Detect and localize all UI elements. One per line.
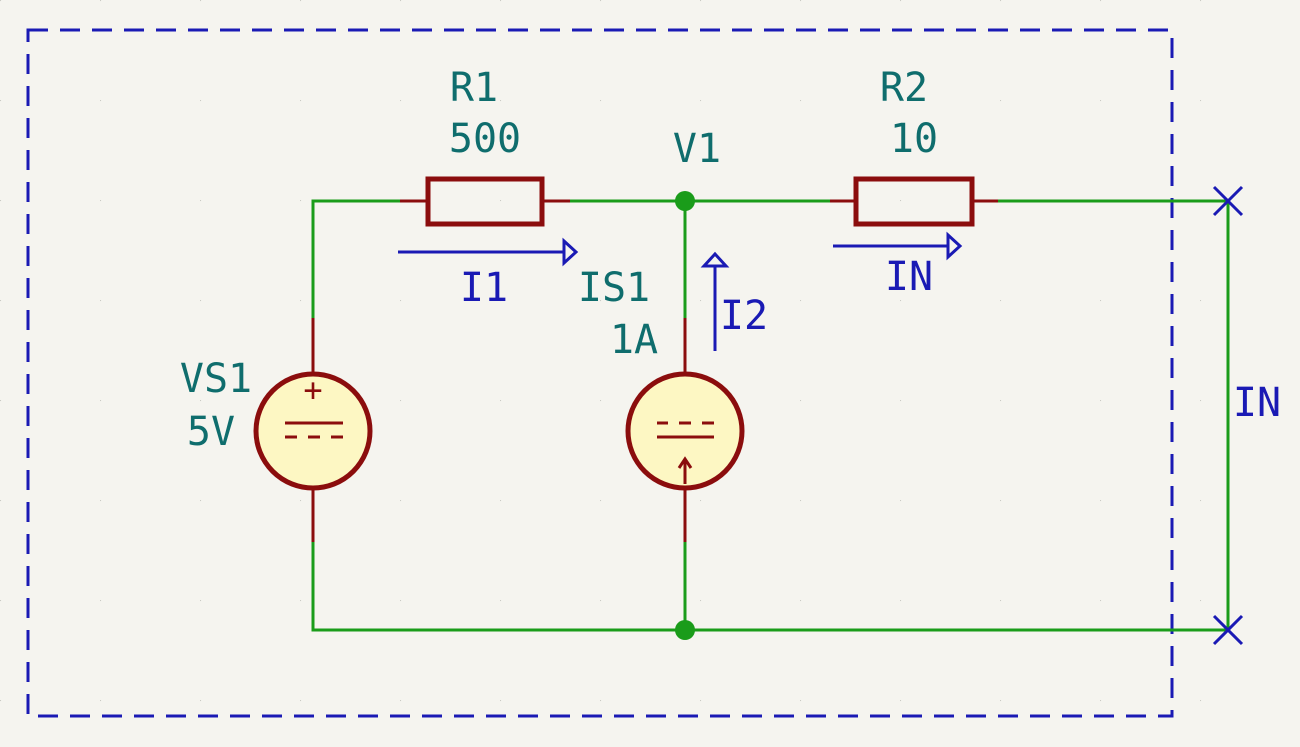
no-connect-top	[1212, 185, 1244, 217]
vs1-reference: VS1	[180, 356, 252, 402]
port-label-in: IN	[1233, 380, 1281, 426]
wire-left-bottom	[311, 542, 1228, 632]
resistor-r1[interactable]	[400, 176, 570, 227]
current-label-in: IN	[885, 254, 933, 300]
r1-value: 500	[449, 116, 521, 162]
vs1-polarity-plus: +	[303, 371, 322, 409]
resistor-r2[interactable]	[830, 176, 998, 227]
current-arrow-i1-icon	[398, 237, 579, 267]
no-connect-bottom	[1212, 614, 1244, 646]
net-label-v1: V1	[673, 126, 721, 172]
dashed-boundary-frame	[26, 28, 1174, 718]
junction-v1	[675, 191, 695, 211]
is1-value: 1A	[610, 317, 658, 363]
current-arrow-in-icon	[833, 231, 963, 261]
is1-reference: IS1	[578, 265, 650, 311]
junction-bottom	[675, 620, 695, 640]
wires	[311, 199, 1230, 632]
r2-value: 10	[890, 116, 938, 162]
wire-left-top	[311, 199, 400, 318]
r1-reference: R1	[450, 65, 498, 111]
current-source-is1[interactable]	[625, 318, 745, 542]
vs1-value: 5V	[187, 409, 235, 455]
current-arrow-i2-icon	[700, 251, 730, 351]
current-label-i1: I1	[460, 265, 508, 311]
voltage-source-vs1[interactable]: +	[253, 318, 373, 542]
r2-reference: R2	[880, 65, 928, 111]
current-label-i2: I2	[720, 293, 768, 339]
